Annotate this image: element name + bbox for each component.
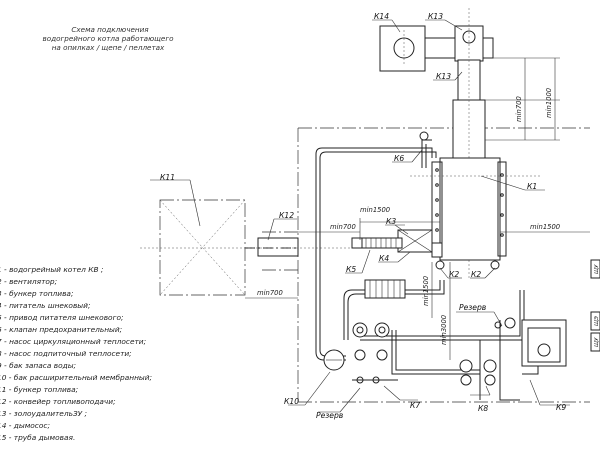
label-k9: К9 — [556, 403, 566, 412]
label-k10: К10 — [284, 397, 299, 406]
expansion-tank-k10: К10 — [284, 349, 345, 406]
fuel-bunker-k3: К3 — [385, 217, 433, 253]
reserve-label-left: Резерв — [316, 411, 344, 420]
dim-min700-left: min700 — [257, 289, 283, 297]
legend-item-1: 1 - водогрейный котел КВ ; — [0, 265, 103, 274]
conveyor-k12: К12 — [140, 211, 400, 257]
dim-min3000-vertical: min3000 — [440, 315, 448, 345]
feeder-drive-k5: К5 — [345, 237, 371, 274]
legend-item-2: 2 - вентилятор; — [0, 277, 57, 286]
label-k13-stack: К13 — [436, 72, 451, 81]
dim-min1000-vertical: min1000 — [545, 88, 553, 118]
label-k11: К11 — [160, 173, 175, 182]
fuel-bunker-k11: К11 — [150, 173, 298, 296]
label-k3: К3 — [386, 217, 396, 226]
legend-item-3: 3 - бункер топлива; — [0, 289, 73, 298]
dim-min1500-vertical: min1500 — [422, 276, 430, 306]
boiler-k1: К1 — [410, 157, 545, 270]
title-line-1: Схема подключения — [71, 25, 149, 34]
legend-item-5: 5 - привод питателя шнекового; — [0, 313, 123, 322]
label-k6: К6 — [394, 154, 404, 163]
title-line-2: водогрейного котла работающего — [43, 34, 175, 43]
label-k7: К7 — [410, 401, 420, 410]
legend-item-4: 4 - питатель шнековый; — [0, 301, 90, 310]
panel-label-3: ЩУ — [594, 337, 600, 347]
screw-feeder-k4: К4 — [361, 237, 443, 263]
label-k1: К1 — [527, 182, 537, 191]
label-k5: К5 — [346, 265, 356, 274]
water-tank-k9: К9 — [521, 319, 570, 412]
legend-item-14: 14 - дымосос; — [0, 421, 50, 430]
legend-item-11: 11 - бункер топлива; — [0, 385, 78, 394]
panel-label-1: ЩУ — [594, 264, 600, 274]
flue-duct: К13 — [433, 8, 486, 280]
reserve-label-right: Резерв — [459, 303, 487, 312]
electrical-panels: ЩУ ЩЭ ЩУ — [590, 259, 600, 352]
dim-min700-mid: min700 — [330, 223, 356, 231]
dimension-vertical-lower: min1500 min3000 — [422, 262, 451, 360]
label-k2-left: К2 — [449, 270, 459, 279]
legend-item-7: 7 - насос циркуляционный теплосети; — [0, 337, 146, 346]
circulation-pumps-k7: К7 Резерв — [316, 322, 420, 420]
legend-item-6: 6 - клапан предохранительный; — [0, 325, 122, 334]
label-k14: К14 — [374, 12, 389, 21]
building-outline — [260, 127, 590, 403]
dim-min700-vertical: min700 — [515, 96, 523, 122]
label-k8: К8 — [478, 404, 488, 413]
title-line-3: на опилках / щепе / пеллетах — [52, 43, 165, 52]
safety-valve-k6: К6 — [392, 131, 432, 168]
panel-label-2: ЩЭ — [594, 316, 600, 326]
dimension-horizontal-clearances: min1500 min700 min1500 min700 — [245, 206, 590, 299]
dim-min1500-right: min1500 — [530, 223, 560, 231]
label-k2-right: К2 — [471, 270, 481, 279]
legend-item-12: 12 - конвейер топливоподачи; — [0, 397, 116, 406]
label-k4: К4 — [379, 254, 389, 263]
dim-min1500-top: min1500 — [360, 206, 390, 214]
makeup-pumps-k8: К8 Резерв — [456, 303, 520, 413]
label-k13-top: К13 — [428, 12, 443, 21]
legend-item-13: 13 - золоудалительЗУ ; — [0, 409, 87, 418]
legend-item-8: 8 - насос подпиточный теплосети; — [0, 349, 132, 358]
dimension-vertical-clearances: min700 min1000 — [485, 57, 560, 141]
ash-conveyor — [364, 279, 406, 299]
legend-item-15: 15 - труба дымовая. — [0, 433, 75, 442]
fan-k2: К2 К2 — [439, 267, 496, 279]
legend: 1 - водогрейный котел КВ ; 2 - вентилято… — [0, 265, 152, 442]
legend-item-10: 10 - бак расширительный мембранный; — [0, 373, 152, 382]
diagram-title: Схема подключения водогрейного котла раб… — [43, 25, 175, 52]
label-k12: К12 — [279, 211, 294, 220]
legend-item-9: 9 - бак запаса воды; — [0, 361, 76, 370]
